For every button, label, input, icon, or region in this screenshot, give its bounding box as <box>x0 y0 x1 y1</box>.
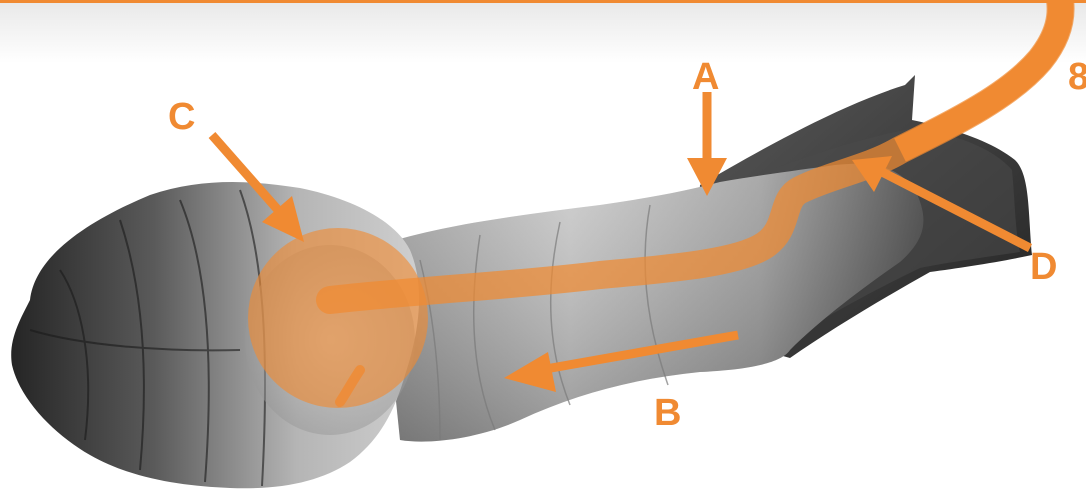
label-c: C <box>168 98 195 136</box>
forearm-shading <box>380 164 923 442</box>
label-a: A <box>692 58 719 96</box>
heating-pad-circle <box>248 228 428 408</box>
label-edge: 8 <box>1068 58 1086 96</box>
external-cable <box>900 0 1061 150</box>
label-b: B <box>654 394 681 432</box>
label-d: D <box>1030 248 1057 286</box>
